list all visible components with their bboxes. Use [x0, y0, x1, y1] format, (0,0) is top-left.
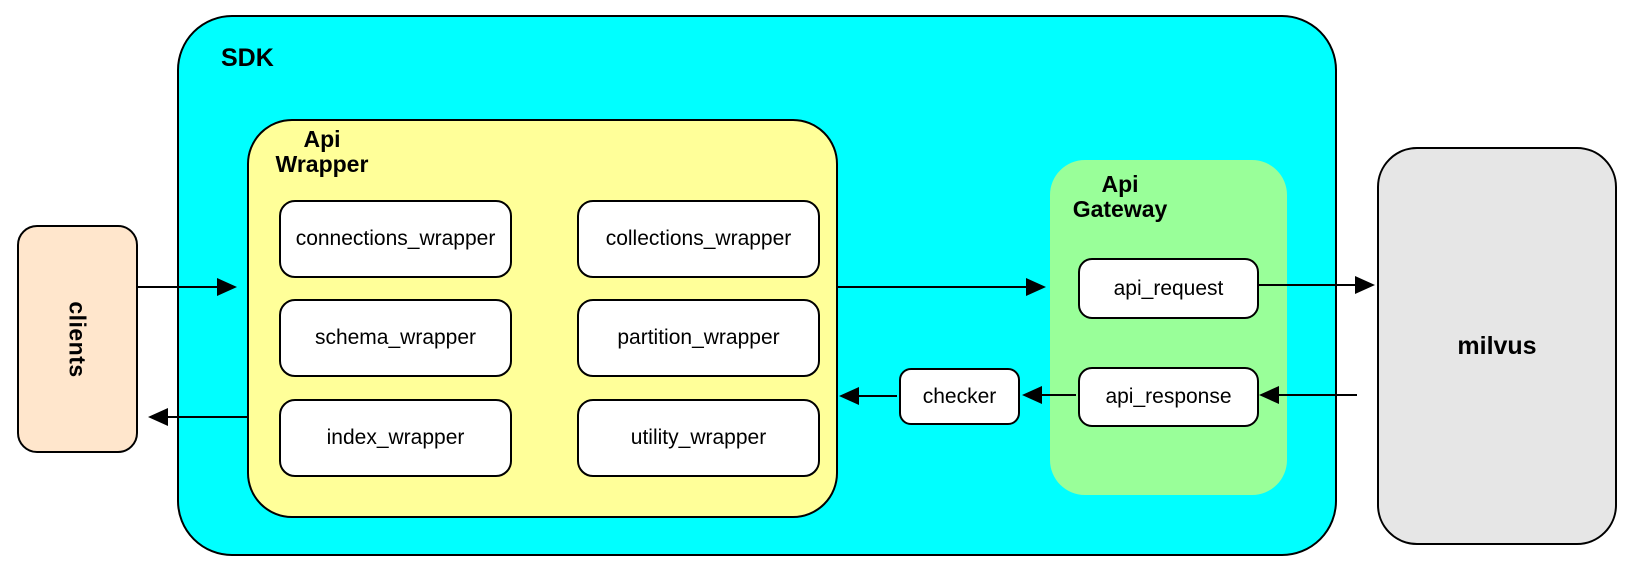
checker-label: checker	[922, 384, 997, 408]
clients-node: clients	[17, 225, 138, 453]
api-response-node: api_response	[1078, 367, 1259, 427]
api-request-node: api_request	[1078, 258, 1259, 319]
arrow-sdk-to-clients	[148, 408, 247, 426]
arrow-shaft	[857, 395, 897, 397]
api-response-label: api_response	[1105, 385, 1232, 408]
schema-wrapper-label: schema_wrapper	[314, 326, 477, 349]
arrowhead-right-icon	[217, 278, 237, 296]
collections-wrapper-node: collections_wrapper	[577, 200, 820, 278]
arrow-milvus-to-response	[1259, 386, 1357, 404]
arrow-wrapper-to-gateway	[836, 278, 1046, 296]
partition-wrapper-node: partition_wrapper	[577, 299, 820, 377]
api-request-label: api_request	[1113, 276, 1224, 300]
sdk-container: SDK Api Wrapper connections_wrapper coll…	[177, 15, 1337, 556]
api-wrapper-label: Api Wrapper	[275, 126, 369, 178]
api-wrapper-container: Api Wrapper connections_wrapper collecti…	[247, 119, 838, 518]
index-wrapper-label: index_wrapper	[326, 426, 465, 449]
arrowhead-left-icon	[1022, 386, 1042, 404]
index-wrapper-node: index_wrapper	[279, 399, 512, 477]
api-gateway-container: Api Gateway api_request api_response	[1050, 160, 1287, 495]
connections-wrapper-label: connections_wrapper	[295, 227, 496, 250]
arrow-response-to-checker	[1022, 386, 1076, 404]
arrow-checker-to-wrapper	[839, 387, 897, 405]
milvus-node: milvus	[1377, 147, 1617, 545]
partition-wrapper-label: partition_wrapper	[617, 326, 780, 349]
arrow-shaft	[166, 416, 247, 418]
arrowhead-left-icon	[1259, 386, 1279, 404]
milvus-label: milvus	[1457, 331, 1537, 360]
arrow-request-to-milvus	[1257, 276, 1375, 294]
checker-node: checker	[899, 368, 1020, 425]
utility-wrapper-node: utility_wrapper	[577, 399, 820, 477]
sdk-label: SDK	[221, 44, 274, 72]
arrow-shaft	[1277, 394, 1357, 396]
utility-wrapper-label: utility_wrapper	[630, 426, 767, 449]
arrowhead-right-icon	[1026, 278, 1046, 296]
arrow-shaft	[1040, 394, 1076, 396]
arrow-shaft	[836, 286, 1028, 288]
arrow-clients-to-sdk	[138, 278, 237, 296]
arrow-shaft	[138, 286, 219, 288]
connections-wrapper-node: connections_wrapper	[279, 200, 512, 278]
collections-wrapper-label: collections_wrapper	[605, 227, 792, 250]
arrow-shaft	[1257, 284, 1357, 286]
api-gateway-label: Api Gateway	[1072, 171, 1168, 223]
arrowhead-right-icon	[1355, 276, 1375, 294]
schema-wrapper-node: schema_wrapper	[279, 299, 512, 377]
arrowhead-left-icon	[839, 387, 859, 405]
clients-label: clients	[65, 300, 91, 378]
arrowhead-left-icon	[148, 408, 168, 426]
